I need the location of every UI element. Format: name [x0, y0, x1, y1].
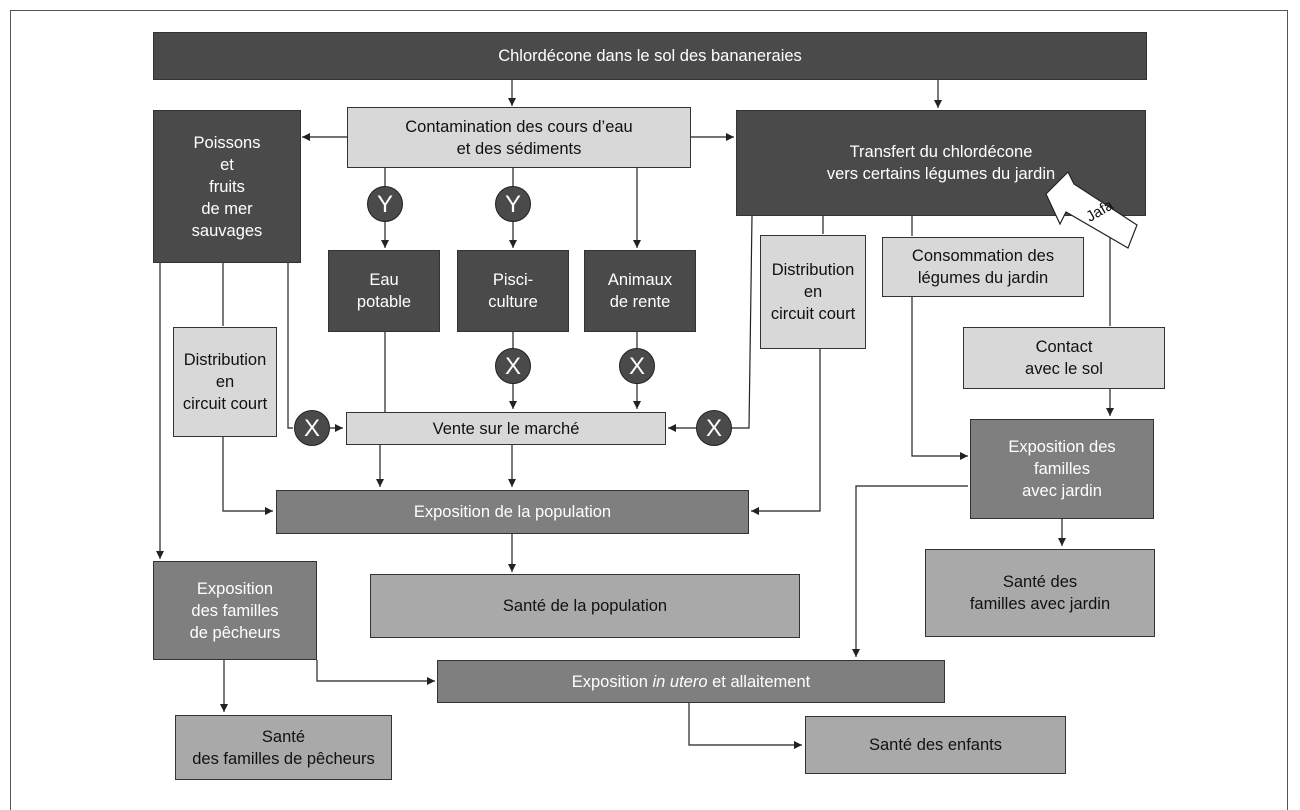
node-pisciculture: Pisci- culture — [457, 250, 569, 332]
node-exposition-population: Exposition de la population — [276, 490, 749, 534]
edge-expo-jardin-utero — [852, 485, 968, 657]
edge-utero-enfants — [688, 703, 802, 749]
node-exposition-pecheurs: Exposition des familles de pêcheurs — [153, 561, 317, 660]
badge-y-eau: Y — [367, 186, 403, 222]
edge-poissons-vente — [287, 263, 343, 428]
node-contact-sol: Contact avec le sol — [963, 327, 1165, 389]
node-distribution-mid: Distribution en circuit court — [760, 235, 866, 349]
badge-x-left: X — [294, 410, 330, 446]
edge-pecheurs-utero — [316, 660, 435, 685]
badge-x-animaux: X — [619, 348, 655, 384]
edge-distrib-left-expo-pop — [222, 437, 273, 515]
diagram-frame — [10, 10, 1288, 810]
utero-text-pre: Exposition — [571, 672, 653, 691]
node-sante-pecheurs: Santé des familles de pêcheurs — [175, 715, 392, 780]
node-sante-population: Santé de la population — [370, 574, 800, 638]
node-eau-potable: Eau potable — [328, 250, 440, 332]
node-contamination: Contamination des cours d’eau et des séd… — [347, 107, 691, 168]
badge-x-right: X — [696, 410, 732, 446]
edge-distrib-mid-expo-pop — [751, 349, 821, 515]
node-vente-marche: Vente sur le marché — [346, 412, 666, 445]
edge-transfert-vente — [668, 215, 753, 428]
edge-conso-expo-jardin — [911, 297, 968, 460]
node-sante-familles-jardin: Santé des familles avec jardin — [925, 549, 1155, 637]
badge-y-pisci: Y — [495, 186, 531, 222]
node-consommation-legumes: Consommation des légumes du jardin — [882, 237, 1084, 297]
node-distribution-left: Distribution en circuit court — [173, 327, 277, 437]
node-exposition-in-utero: Exposition in utero et allaitement — [437, 660, 945, 703]
node-chlordecone-source: Chlordécone dans le sol des bananeraies — [153, 32, 1147, 80]
jafa-arrow-shape — [1045, 170, 1138, 249]
utero-text-post: et allaitement — [707, 672, 811, 691]
node-exposition-familles-jardin: Exposition des familles avec jardin — [970, 419, 1154, 519]
node-animaux-rente: Animaux de rente — [584, 250, 696, 332]
node-sante-enfants: Santé des enfants — [805, 716, 1066, 774]
badge-x-pisci: X — [495, 348, 531, 384]
node-poissons-fruits-mer: Poissons et fruits de mer sauvages — [153, 110, 301, 263]
utero-text-em: in utero — [652, 672, 708, 691]
